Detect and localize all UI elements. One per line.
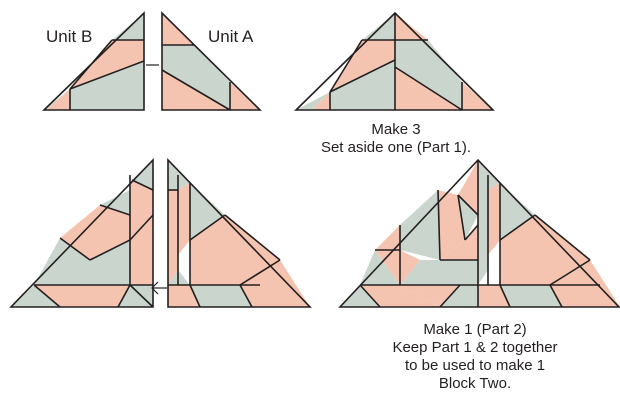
bottom-caption-line-4: Block Two. xyxy=(439,375,511,392)
assembled-block-triangle xyxy=(338,158,620,308)
combined-unit-triangle xyxy=(294,11,495,111)
unit-b-label: Unit B xyxy=(46,27,92,46)
unit-b-block xyxy=(42,11,145,111)
top-caption-line-1: Make 3 xyxy=(371,121,420,138)
unit-a-block xyxy=(161,11,262,111)
right-half-large-block xyxy=(167,158,312,308)
join-arrow xyxy=(151,281,167,295)
left-half-large-block xyxy=(9,158,154,308)
top-caption-line-2: Set aside one (Part 1). xyxy=(321,139,471,156)
bottom-caption-line-2: Keep Part 1 & 2 together xyxy=(392,339,557,356)
unit-a-label: Unit A xyxy=(208,27,254,46)
bottom-caption-line-1: Make 1 (Part 2) xyxy=(423,321,526,338)
bottom-caption-line-3: to be used to make 1 xyxy=(405,357,545,374)
